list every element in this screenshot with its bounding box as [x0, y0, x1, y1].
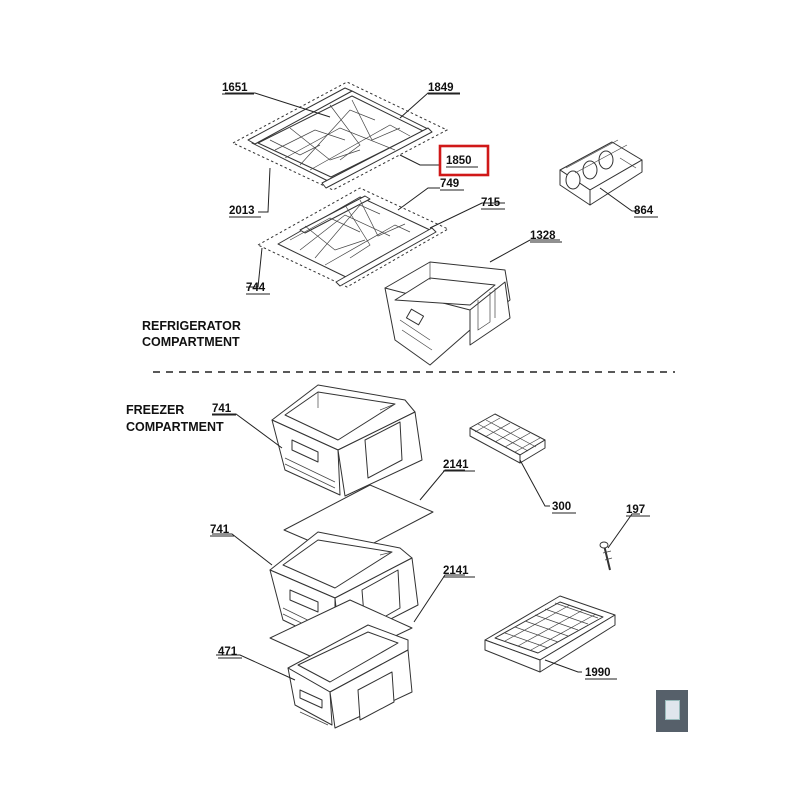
upper-glass-shelf	[231, 81, 449, 191]
part-labels: 1651 1849 1850 2013 749 715 744 864 1328…	[210, 82, 658, 680]
label-2141-upper: 2141	[443, 459, 469, 471]
refrigerator-heading-line1: REFRIGERATOR	[142, 319, 241, 333]
refrigerator-heading-line2: COMPARTMENT	[142, 335, 240, 349]
label-1651: 1651	[222, 82, 248, 94]
label-864: 864	[634, 205, 654, 217]
part-864-rack	[559, 139, 643, 206]
label-1850: 1850	[446, 155, 472, 167]
label-1328: 1328	[530, 230, 556, 242]
freezer-heading-line1: FREEZER	[126, 403, 184, 417]
label-2013: 2013	[229, 205, 255, 217]
label-471: 471	[218, 646, 238, 658]
label-197: 197	[626, 504, 645, 516]
panel-icon[interactable]	[656, 690, 688, 732]
freezer-drawer-lower	[287, 624, 413, 729]
label-741-upper: 741	[212, 403, 232, 415]
label-741-middle: 741	[210, 524, 230, 536]
part-1328-crisper	[384, 261, 511, 366]
part-197-clip	[599, 541, 613, 571]
label-300: 300	[552, 501, 571, 513]
label-2141-lower: 2141	[443, 565, 469, 577]
label-1849: 1849	[428, 82, 454, 94]
panel-icon-inner	[665, 700, 680, 720]
label-1990: 1990	[585, 667, 611, 679]
leader-lines	[212, 92, 640, 681]
freezer-drawer-upper	[271, 384, 423, 497]
part-1990-tray	[484, 595, 616, 673]
part-300-ice-tray	[469, 413, 546, 464]
highlight-box-1850	[438, 144, 490, 177]
label-715: 715	[481, 197, 501, 209]
lower-glass-shelf	[256, 187, 450, 288]
label-749: 749	[440, 178, 459, 190]
label-744: 744	[246, 282, 266, 294]
freezer-heading-line2: COMPARTMENT	[126, 420, 224, 434]
